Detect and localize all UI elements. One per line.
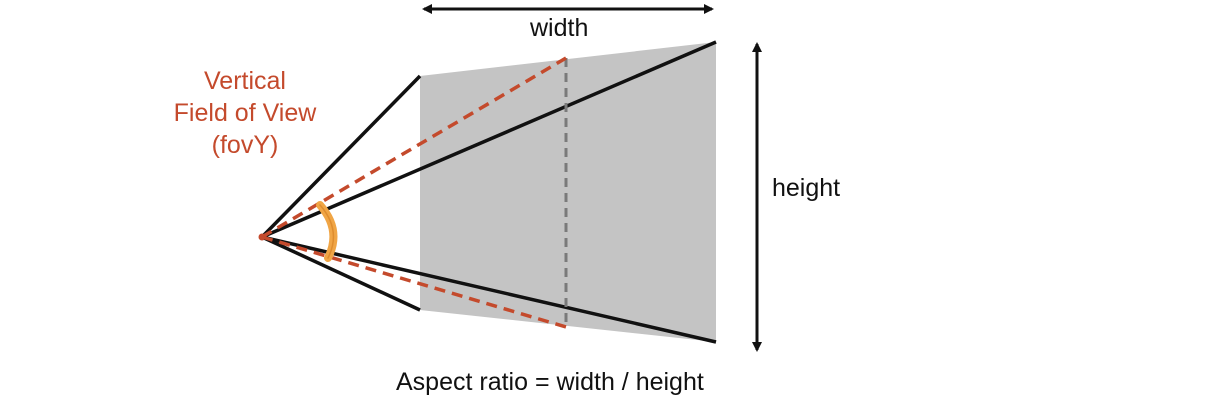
eye-point [258,233,266,241]
fov-label-line-3: (fovY) [211,131,279,159]
fov-label: Vertical Field of View (fovY) [140,65,350,161]
aspect-ratio-caption: Aspect ratio = width / height [396,368,704,396]
near-plane-bottom-edge [261,235,421,312]
frustum-top-ray [261,40,717,239]
view-plane [420,42,716,342]
fov-top-ray [261,56,567,239]
fov-label-line-1: Vertical [204,67,286,95]
fov-angle-arc-outline [319,204,335,259]
height-label: height [772,174,841,202]
near-plane-top-edge [260,74,422,239]
width-label: width [530,14,589,42]
frustum-bottom-ray [261,235,717,344]
fov-label-line-2: Field of View [173,99,317,127]
